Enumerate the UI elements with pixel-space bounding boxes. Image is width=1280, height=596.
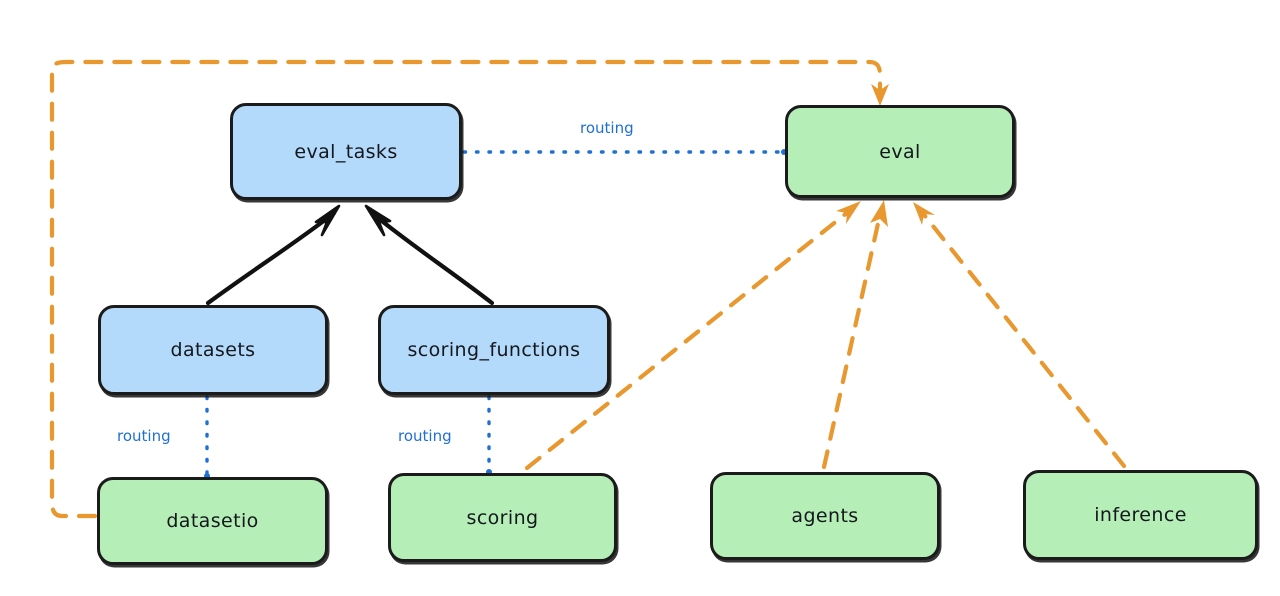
node-scoring_functions[interactable]: scoring_functions (378, 305, 610, 395)
node-datasetio[interactable]: datasetio (97, 477, 328, 565)
edge-inference-to-eval (913, 202, 1127, 469)
edge-scoring_functions-to-scoring (486, 395, 492, 475)
node-label-eval_tasks: eval_tasks (294, 140, 398, 163)
node-eval[interactable]: eval (785, 105, 1015, 198)
edge-label-routing-eval_tasks-eval: routing (580, 119, 634, 137)
edge-label-routing-datasets-datasetio: routing (117, 427, 171, 445)
node-label-datasets: datasets (170, 339, 256, 361)
node-scoring[interactable]: scoring (388, 473, 617, 562)
node-label-scoring_functions: scoring_functions (407, 339, 581, 361)
node-datasets[interactable]: datasets (98, 305, 328, 395)
edge-datasets-to-eval_tasks (205, 204, 341, 306)
edge-datasetio-to-eval (49, 59, 889, 519)
node-inference[interactable]: inference (1023, 470, 1258, 560)
edge-agents-to-eval (821, 200, 888, 470)
node-label-inference: inference (1094, 504, 1187, 526)
edge-eval_tasks-to-eval (462, 149, 787, 155)
node-eval_tasks[interactable]: eval_tasks (230, 103, 462, 200)
node-agents[interactable]: agents (710, 472, 940, 560)
edge-datasets-to-datasetio (204, 395, 210, 479)
node-label-datasetio: datasetio (166, 510, 259, 532)
node-label-scoring: scoring (466, 506, 539, 529)
node-label-agents: agents (791, 505, 859, 527)
edge-scoring_functions-to-eval_tasks (364, 204, 495, 306)
node-label-eval: eval (879, 140, 921, 163)
edge-label-routing-scoring_functions-scoring: routing (398, 427, 452, 445)
